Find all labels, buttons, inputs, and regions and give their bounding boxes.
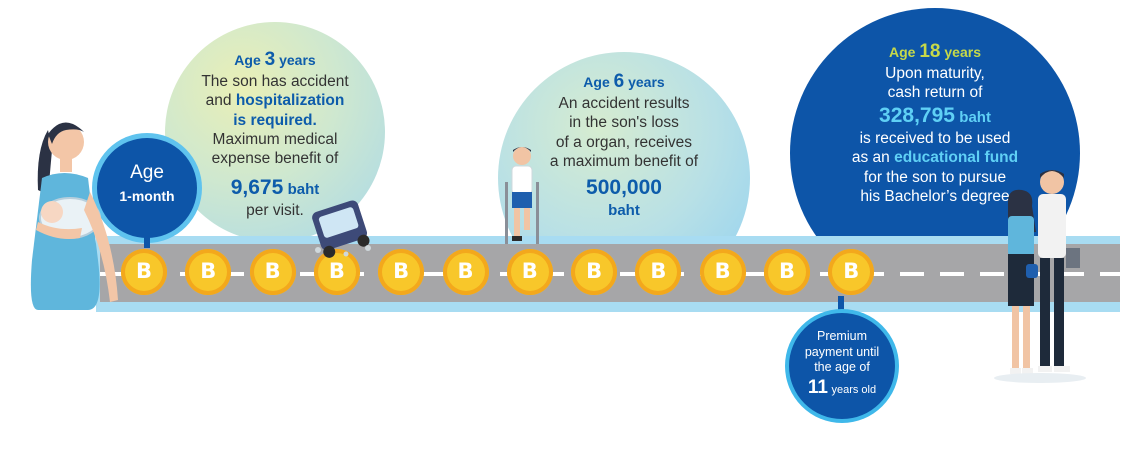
- event1-line: and hospitalization: [205, 92, 345, 110]
- event2-line: An accident results: [558, 94, 690, 112]
- event3-line: cash return of: [887, 84, 983, 102]
- event1-line: Maximum medical: [212, 130, 338, 148]
- premium-pin: [838, 296, 844, 314]
- coin-icon: B: [828, 249, 875, 295]
- event2-amount: 500,000: [586, 176, 662, 200]
- event3-line: as an educational fund: [851, 149, 1019, 167]
- event2-text: Age 6 years An accident results in the s…: [508, 70, 740, 220]
- coin-icon: B: [313, 249, 360, 295]
- premium-line: the age of: [814, 360, 870, 375]
- start-age-word: Age: [130, 162, 164, 183]
- event2-amount-unit: baht: [608, 201, 640, 219]
- event1-amount: 9,675 baht: [230, 175, 320, 199]
- event3-amount: 328,795 baht: [879, 103, 991, 127]
- event3-line: is received to be used: [859, 129, 1011, 147]
- premium-marker: Premium payment until the age of 11 year…: [789, 313, 895, 419]
- coin-icon: B: [764, 249, 810, 295]
- coin-icon: B: [442, 249, 489, 295]
- event3-text: Age 18 years Upon maturity, cash return …: [800, 40, 1070, 206]
- event3-line: for the son to pursue: [863, 168, 1007, 186]
- event2-line: of a organ, receives: [555, 133, 693, 151]
- mother-with-baby-icon: [30, 122, 118, 310]
- overturned-car-icon: [312, 200, 371, 258]
- event1-line: is required.: [233, 111, 317, 129]
- coin-icon: B: [571, 249, 618, 295]
- event1-text: Age 3 years The son has accident and hos…: [175, 48, 375, 220]
- premium-line: payment until: [804, 344, 880, 359]
- event3-line: his Bachelor’s degree: [860, 187, 1010, 205]
- coin-icon: B: [699, 249, 746, 295]
- event3-age-heading: Age 18 years: [889, 41, 981, 62]
- start-age-pin: [144, 234, 150, 248]
- coin-icon: B: [185, 249, 232, 295]
- event1-line: The son has accident: [201, 72, 349, 90]
- young-couple-icon: [994, 170, 1086, 383]
- start-age-marker: Age 1-month: [97, 138, 197, 238]
- start-age-value: 1-month: [119, 188, 175, 204]
- event2-line: in the son's loss: [569, 114, 679, 132]
- event1-line: expense benefit of: [211, 150, 339, 168]
- event1-line: per visit.: [246, 201, 304, 219]
- coin-icon: B: [249, 249, 296, 295]
- premium-line: Premium: [816, 329, 867, 343]
- event1-age-heading: Age 3 years: [234, 49, 316, 70]
- boy-on-crutches-icon: [505, 147, 539, 244]
- event3-line: Upon maturity,: [885, 64, 985, 82]
- coin-icon: B: [635, 249, 682, 295]
- premium-age: 11 years old: [807, 376, 877, 398]
- event2-age-heading: Age 6 years: [583, 71, 665, 92]
- event2-line: a maximum benefit of: [549, 152, 699, 170]
- coin-icon: B: [506, 249, 553, 295]
- coin-icon: B: [378, 249, 425, 295]
- coin-icon: B: [121, 249, 167, 295]
